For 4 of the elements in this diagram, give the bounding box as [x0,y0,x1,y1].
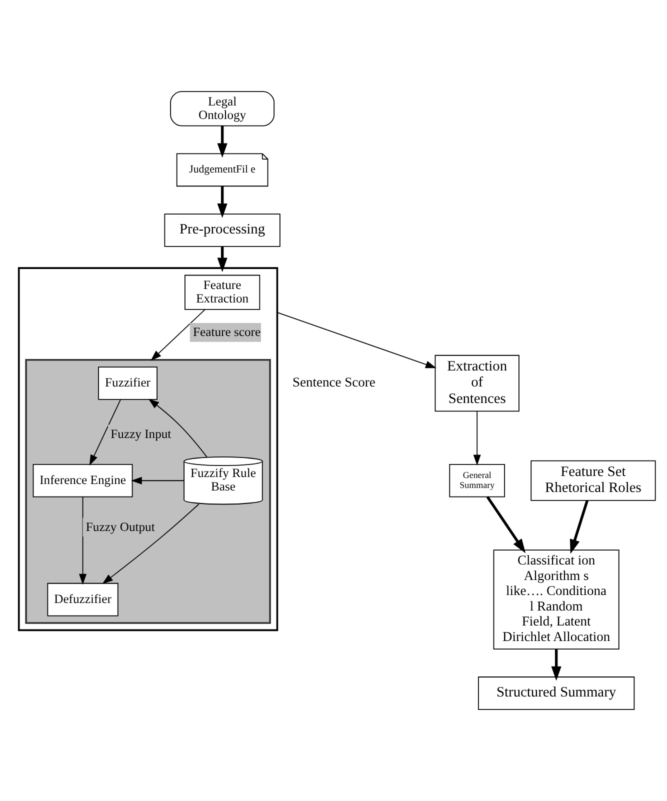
label: Sentence Score [292,374,376,390]
edge-label: Feature score [193,325,261,340]
edge-label: Fuzzy Input [110,426,172,441]
edge-label: Fuzzy Output [86,520,155,534]
